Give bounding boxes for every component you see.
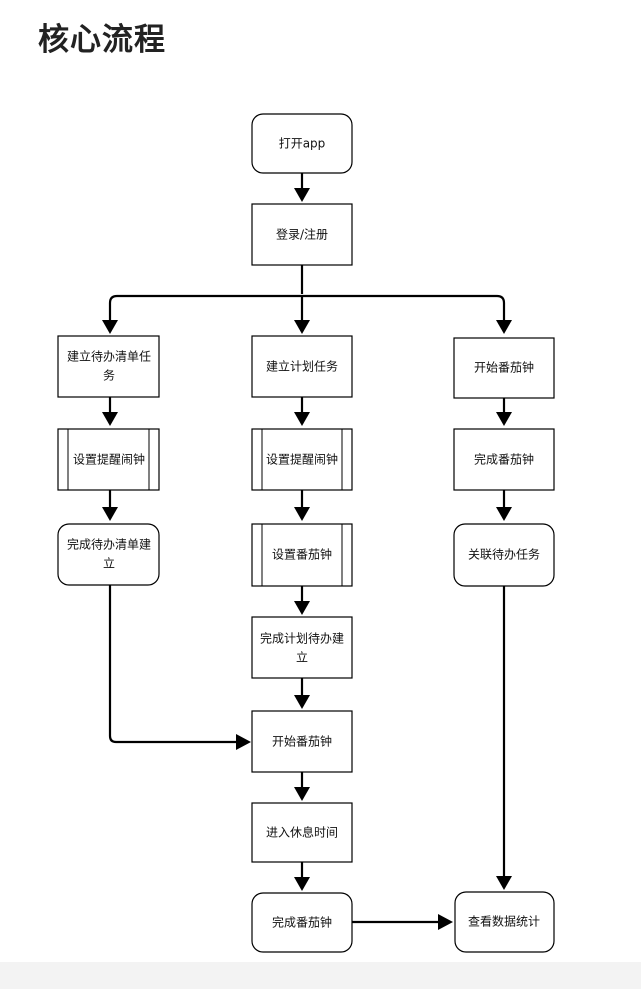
node-label: 设置番茄钟 xyxy=(272,547,332,562)
arrow-head xyxy=(294,188,310,202)
node-label: 查看数据统计 xyxy=(468,914,540,929)
arrow-head xyxy=(496,320,512,334)
page-title: 核心流程 xyxy=(38,22,166,58)
arrow-head xyxy=(294,507,310,521)
flowchart: 打开app 登录/注册 建立待办清单任 务 建立计划任务 开始番茄钟 设置提醒闹… xyxy=(57,113,555,953)
node-label: 登录/注册 xyxy=(276,227,328,242)
arrow-head xyxy=(294,412,310,426)
node-label: 完成计划待办建 xyxy=(260,631,344,646)
node-set-alarm-mid: 设置提醒闹钟 xyxy=(251,428,353,491)
arrow-head xyxy=(294,877,310,891)
arrow-head xyxy=(294,320,310,334)
node-set-pomo: 设置番茄钟 xyxy=(251,523,353,587)
node-label: 开始番茄钟 xyxy=(474,360,534,375)
arrow-tododone-to-start xyxy=(108,585,238,744)
node-label: 建立待办清单任 xyxy=(67,349,151,364)
node-todo-done: 完成待办清单建 立 xyxy=(57,523,160,586)
node-todo-create: 建立待办清单任 务 xyxy=(57,335,160,398)
node-finish-pomo-mid: 完成番茄钟 xyxy=(251,892,353,953)
node-label: 建立计划任务 xyxy=(266,359,338,374)
arrow-head xyxy=(496,412,512,426)
node-finish-pomo-right: 完成番茄钟 xyxy=(453,428,555,491)
branch-bar xyxy=(108,294,506,322)
node-label: 设置提醒闹钟 xyxy=(266,452,338,467)
node-label: 开始番茄钟 xyxy=(272,734,332,749)
node-label: 完成番茄钟 xyxy=(474,452,534,467)
arrow-head xyxy=(294,787,310,801)
node-label: 立 xyxy=(296,650,308,665)
connectors xyxy=(102,173,512,930)
arrow-head xyxy=(102,320,118,334)
node-set-alarm-left: 设置提醒闹钟 xyxy=(57,428,160,491)
arrow-head xyxy=(294,601,310,615)
node-plan-create: 建立计划任务 xyxy=(251,335,353,398)
node-label: 完成待办清单建 xyxy=(67,537,151,552)
arrow-head xyxy=(102,412,118,426)
node-stats: 查看数据统计 xyxy=(454,891,555,953)
arrow-head xyxy=(102,507,118,521)
arrow-head xyxy=(496,876,512,890)
node-label: 完成番茄钟 xyxy=(272,915,332,930)
arrow-head xyxy=(438,914,453,930)
node-login: 登录/注册 xyxy=(251,203,353,266)
node-label: 设置提醒闹钟 xyxy=(73,452,145,467)
node-open-app: 打开app xyxy=(251,113,353,174)
node-label: 关联待办任务 xyxy=(468,547,540,562)
node-label: 打开app xyxy=(279,137,326,151)
arrow-head xyxy=(236,734,251,750)
bottom-strip xyxy=(0,962,641,989)
node-start-pomo-mid: 开始番茄钟 xyxy=(251,710,353,773)
node-start-pomo-right: 开始番茄钟 xyxy=(453,337,555,399)
node-label: 立 xyxy=(103,556,115,571)
node-plan-done: 完成计划待办建 立 xyxy=(251,616,353,679)
node-label: 务 xyxy=(103,368,115,383)
arrow-head xyxy=(294,695,310,709)
node-link-todo: 关联待办任务 xyxy=(453,523,555,587)
node-rest-time: 进入休息时间 xyxy=(251,802,353,863)
arrow-head xyxy=(496,507,512,521)
node-label: 进入休息时间 xyxy=(266,825,338,840)
